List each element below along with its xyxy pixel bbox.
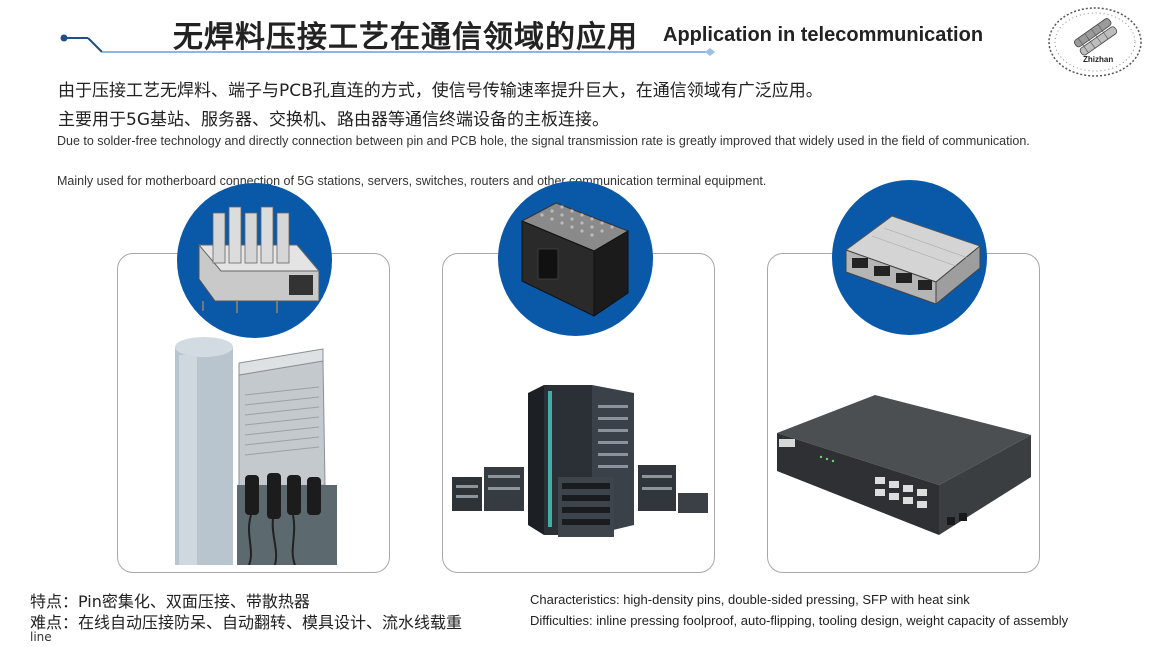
- title-underline-decoration: [60, 34, 715, 56]
- server-rack-icon: [452, 385, 708, 537]
- sfp-cage-icon: [832, 180, 987, 335]
- difficulties-english: Difficulties: inline pressing foolproof,…: [530, 613, 1069, 628]
- intro-chinese-line-2: 主要用于5G基站、服务器、交换机、路由器等通信终端设备的主板连接。: [58, 110, 609, 130]
- intro-english-line-1: Due to solder-free technology and direct…: [57, 134, 1030, 148]
- intro-english-line-2: Mainly used for motherboard connection o…: [57, 174, 767, 188]
- logo-text: Zhizhan: [1083, 55, 1114, 64]
- difficulties-chinese: 难点：在线自动压接防呆、自动翻转、模具设计、流水线载重: [30, 613, 463, 632]
- characteristics-chinese: 特点：Pin密集化、双面压接、带散热器: [30, 592, 310, 611]
- characteristics-english: Characteristics: high-density pins, doub…: [530, 592, 970, 607]
- sfp-cage-heatsink-icon: [177, 183, 332, 338]
- difficulties-chinese-wrap: line: [30, 630, 52, 644]
- high-density-connector-icon: [498, 181, 653, 336]
- page-title-chinese: 无焊料压接工艺在通信领域的应用: [173, 20, 638, 55]
- page-title-english: Application in telecommunication: [663, 24, 984, 46]
- 5g-base-station-icon: [175, 337, 337, 565]
- intro-chinese-line-1: 由于压接工艺无焊料、端子与PCB孔直连的方式，使信号传输速率提升巨大，在通信领域…: [58, 81, 823, 101]
- zhizhan-logo: [1048, 7, 1142, 77]
- network-switch-icon: [777, 395, 1031, 535]
